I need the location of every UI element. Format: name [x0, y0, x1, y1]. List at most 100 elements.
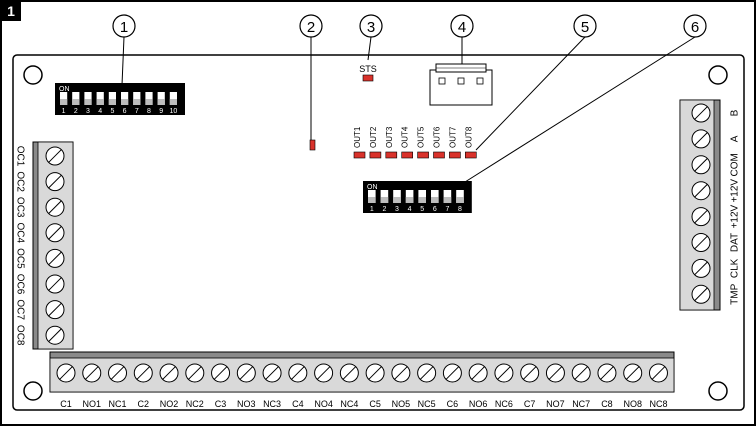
sts-label: STS: [359, 64, 377, 74]
callout-leader: [475, 36, 586, 151]
dip-switch-number: 4: [408, 206, 412, 213]
bottom-terminal-label: NO2: [160, 399, 179, 409]
callout-number: 4: [458, 19, 466, 36]
led-2: [309, 139, 316, 151]
screw-slot: [162, 366, 176, 380]
screw-slot: [368, 366, 382, 380]
screw-slot: [265, 366, 279, 380]
bottom-terminal-label: NC7: [572, 399, 590, 409]
dip-switch-slot: [443, 190, 452, 203]
screw-slot: [497, 366, 511, 380]
callout-number: 3: [367, 19, 375, 36]
screw-slot: [316, 366, 331, 380]
out-led-label: OUT3: [385, 126, 394, 148]
out-led: [433, 151, 445, 159]
mounting-hole: [23, 65, 43, 85]
right-terminal-label: +12V: [730, 204, 741, 228]
out-led-label: OUT8: [464, 126, 473, 148]
screw-slot: [188, 366, 202, 380]
screw-slot: [48, 251, 62, 266]
dip-switch-slot: [368, 190, 376, 203]
dip-switch-number: 6: [433, 206, 437, 213]
callout-circle: [573, 14, 597, 38]
out-led-label: OUT4: [401, 126, 410, 148]
dip-switch-lever: [368, 197, 376, 203]
dip-switch-number: 4: [98, 108, 102, 115]
out-led: [449, 151, 461, 159]
out-led-label: OUT7: [448, 126, 457, 148]
callout-number: 6: [691, 19, 699, 36]
left-terminal-label: OC7: [14, 299, 25, 320]
figure-number-tab: [1, 1, 21, 21]
bottom-terminal-label: NC2: [186, 399, 204, 409]
callout-number: 1: [120, 19, 128, 36]
screw-slot: [694, 235, 708, 250]
left-terminal-label: OC5: [14, 248, 25, 269]
callout-leader: [464, 36, 696, 183]
dip-switch-lever: [108, 99, 116, 105]
callout-leader: [121, 36, 125, 86]
bottom-terminal-label: NO6: [469, 399, 488, 409]
dip-switch-slot: [431, 190, 439, 203]
screw-slot: [626, 366, 640, 380]
mounting-hole: [708, 65, 728, 85]
dip-switch-lever: [84, 99, 92, 105]
dip-switch-number: 2: [74, 108, 78, 115]
bottom-terminal-label: NO4: [314, 399, 333, 409]
dip-switch-lever: [169, 99, 177, 105]
screw-slot: [213, 366, 228, 380]
bottom-terminal-label: NC4: [340, 399, 358, 409]
connector-pin: [457, 77, 465, 85]
screw-slot: [48, 200, 62, 214]
dip-switch-number: 7: [135, 108, 139, 115]
bottom-terminal-label: NC8: [649, 399, 667, 409]
bottom-terminal-label: C3: [215, 399, 227, 409]
dip-switch-slot: [380, 190, 389, 203]
screw-slot: [651, 366, 666, 380]
left-terminal-label: OC8: [14, 325, 25, 346]
screw-slot: [694, 106, 708, 120]
bottom-terminal-label: NO7: [546, 399, 565, 409]
dip-body: [363, 181, 472, 213]
screw-slot: [600, 366, 614, 380]
dip-switch-number: 10: [170, 108, 178, 115]
bottom-terminal-label: NC5: [418, 399, 436, 409]
screw-slot: [48, 226, 62, 240]
sts-led: [362, 74, 374, 82]
bottom-terminal-label: C7: [524, 399, 536, 409]
screw-slot: [471, 366, 485, 380]
screw-slot: [291, 366, 305, 380]
dip-switch-lever: [405, 197, 414, 203]
screw-slot: [694, 287, 708, 301]
dip-switch-lever: [133, 99, 141, 105]
bottom-terminal-label: C5: [369, 399, 381, 409]
dip-switch-slot: [72, 92, 80, 105]
bottom-terminal-label: C8: [601, 399, 613, 409]
dip-switch-lever: [96, 99, 104, 105]
screw-slot: [110, 366, 125, 380]
dip-switch-number: 1: [62, 108, 66, 115]
callout-circle: [299, 14, 323, 38]
dip-switch-lever: [72, 99, 80, 105]
bottom-terminal-label: C4: [292, 399, 304, 409]
out-led: [401, 151, 414, 159]
left-terminal-label: OC3: [14, 197, 25, 218]
connector-pin: [438, 77, 446, 85]
dip-switch-lever: [121, 99, 129, 105]
bottom-terminal-label: C2: [138, 399, 150, 409]
out-led-label: OUT6: [433, 126, 442, 148]
dip-on-label: ON: [59, 86, 70, 93]
dip-switch-slot: [108, 92, 116, 105]
right-terminal-label: A: [730, 135, 741, 142]
out-led: [353, 151, 366, 159]
callout-number: 2: [307, 19, 315, 36]
screw-slot: [574, 366, 588, 380]
dip-switch-number: 8: [458, 206, 462, 213]
callout-circle: [683, 14, 707, 38]
dip-switch-lever: [418, 197, 426, 203]
dip-switch-number: 1: [370, 206, 374, 213]
